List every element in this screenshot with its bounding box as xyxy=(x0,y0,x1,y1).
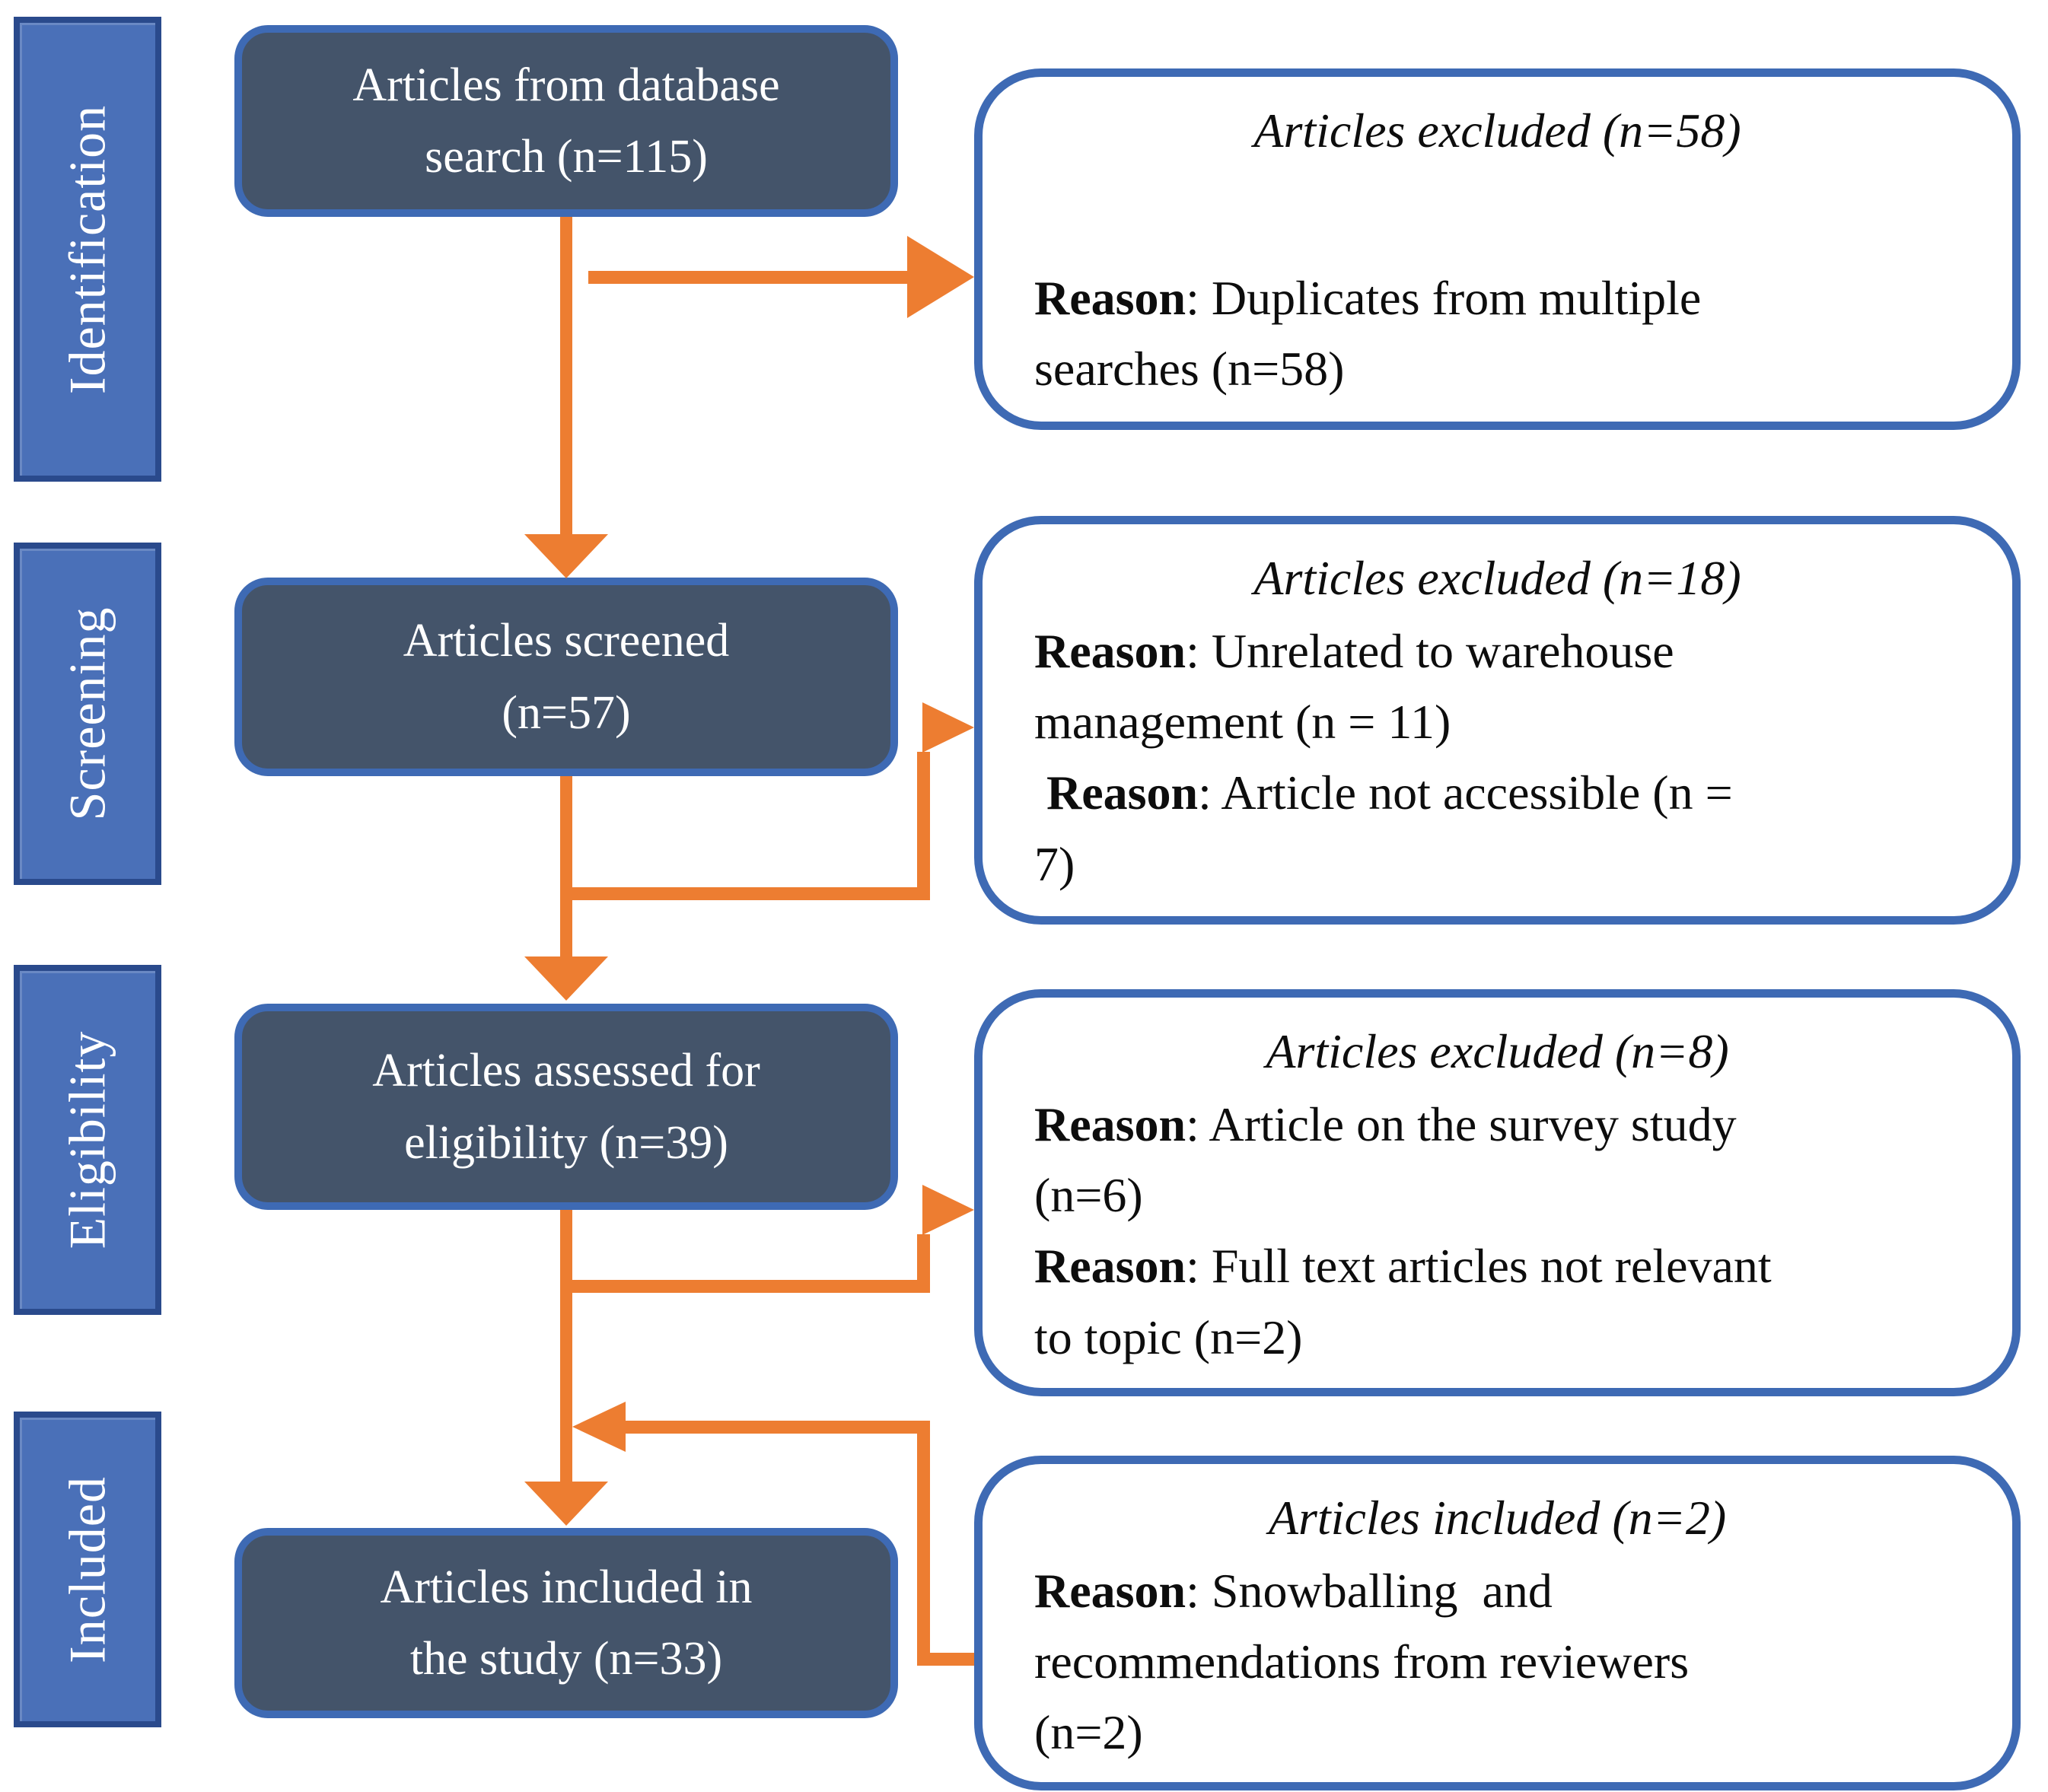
reason-text: 7) xyxy=(1034,836,1075,891)
stage-label-screening: Screening xyxy=(14,543,161,885)
connector-line-vertical-1 xyxy=(560,217,572,534)
flow-box-line: Articles from database xyxy=(352,59,780,111)
stage-label-text: Eligibility xyxy=(58,1030,116,1249)
reason-text: : Article on the survey study xyxy=(1186,1097,1737,1151)
flow-box-line: Articles screened xyxy=(403,615,730,667)
flow-box-database-search: Articles from database search (n=115) xyxy=(234,25,898,217)
reason-line: (n=2) xyxy=(1034,1697,1970,1768)
side-box-reasons: Reason: Unrelated to warehouse managemen… xyxy=(983,616,2012,900)
arrow-down-icon xyxy=(524,534,608,578)
reason-text: : Article not accessible (n = xyxy=(1198,765,1733,820)
side-box-reasons: Reason: Article on the survey study (n=6… xyxy=(983,1089,2012,1373)
connector-return-stub xyxy=(923,1653,974,1666)
reason-text: : Unrelated to warehouse xyxy=(1186,623,1674,678)
side-box-reasons: Reason: Snowballing and recommendations … xyxy=(983,1555,2012,1768)
reason-line: Reason: Article on the survey study xyxy=(1034,1089,1970,1160)
side-box-title: Articles excluded (n=58) xyxy=(1253,103,1741,158)
connector-line-up-2 xyxy=(917,752,930,900)
reason-text: searches (n=58) xyxy=(1034,342,1345,396)
side-box-excluded-duplicates: Articles excluded (n=58) Reason: Duplica… xyxy=(974,68,2021,430)
arrow-left-icon xyxy=(572,1402,626,1452)
arrow-right-icon xyxy=(907,236,974,318)
side-box-included-snowballing: Articles included (n=2) Reason: Snowball… xyxy=(974,1456,2021,1790)
flow-box-assessed-eligibility: Articles assessed for eligibility (n=39) xyxy=(234,1004,898,1210)
connector-return-vertical xyxy=(917,1427,930,1666)
stage-label-identification: Identification xyxy=(14,17,161,482)
stage-label-text: Screening xyxy=(58,606,116,821)
reason-label: Reason xyxy=(1034,623,1186,678)
connector-return-horizontal xyxy=(626,1421,930,1434)
arrow-down-icon xyxy=(524,1482,608,1526)
reason-line: Reason: Full text articles not relevant xyxy=(1034,1230,1970,1301)
reason-line: Reason: Unrelated to warehouse xyxy=(1034,616,1970,686)
reason-text: (n=6) xyxy=(1034,1168,1143,1223)
stage-label-included: Included xyxy=(14,1412,161,1727)
flow-box-line: Articles included in xyxy=(380,1561,753,1613)
reason-label: Reason xyxy=(1034,1563,1186,1618)
flow-box-line: search (n=115) xyxy=(425,131,708,183)
reason-label: Reason xyxy=(1034,270,1186,325)
side-box-excluded-screening: Articles excluded (n=18) Reason: Unrelat… xyxy=(974,516,2021,925)
reason-text: : Duplicates from multiple xyxy=(1186,270,1702,325)
flow-box-included-study: Articles included in the study (n=33) xyxy=(234,1528,898,1718)
reason-text: to topic (n=2) xyxy=(1034,1310,1303,1364)
reason-line: management (n = 11) xyxy=(1034,686,1970,757)
reason-text: : Full text articles not relevant xyxy=(1186,1239,1772,1294)
reason-line: to topic (n=2) xyxy=(1034,1302,1970,1373)
side-box-title: Articles included (n=2) xyxy=(1268,1491,1727,1545)
reason-text: recommendations from reviewers xyxy=(1034,1634,1690,1689)
flow-box-line: eligibility (n=39) xyxy=(404,1116,728,1169)
reason-label: Reason xyxy=(1034,1097,1186,1151)
connector-line-vertical-2 xyxy=(560,776,572,956)
flow-box-line: the study (n=33) xyxy=(409,1633,723,1685)
reason-line: searches (n=58) xyxy=(1034,333,1970,404)
reason-prefix xyxy=(1034,765,1046,820)
reason-line: 7) xyxy=(1034,829,1970,899)
flow-box-line: (n=57) xyxy=(502,686,631,739)
arrow-right-icon xyxy=(922,1185,974,1235)
reason-text: (n=2) xyxy=(1034,1705,1143,1760)
connector-line-up-3 xyxy=(917,1234,930,1293)
arrow-right-icon xyxy=(922,702,974,753)
side-box-title: Articles excluded (n=18) xyxy=(1253,551,1741,605)
stage-label-text: Included xyxy=(58,1475,116,1663)
reason-line: recommendations from reviewers xyxy=(1034,1626,1970,1697)
connector-line-vertical-3 xyxy=(560,1210,572,1482)
side-box-excluded-eligibility: Articles excluded (n=8) Reason: Article … xyxy=(974,989,2021,1396)
reason-line: Reason: Article not accessible (n = xyxy=(1034,757,1970,828)
reason-line: (n=6) xyxy=(1034,1160,1970,1230)
connector-line-horizontal-2 xyxy=(566,887,930,900)
connector-line-horizontal-3 xyxy=(566,1280,930,1293)
reason-line: Reason: Duplicates from multiple xyxy=(1034,263,1970,333)
reason-text: : Snowballing and xyxy=(1186,1563,1553,1618)
connector-line-horizontal-1 xyxy=(588,271,907,284)
flow-box-screened: Articles screened (n=57) xyxy=(234,578,898,776)
stage-label-eligibility: Eligibility xyxy=(14,965,161,1315)
flow-box-line: Articles assessed for xyxy=(372,1045,760,1097)
reason-text: management (n = 11) xyxy=(1034,695,1451,750)
reason-line: Reason: Snowballing and xyxy=(1034,1555,1970,1626)
side-box-title: Articles excluded (n=8) xyxy=(1266,1024,1729,1078)
arrow-down-icon xyxy=(524,956,608,1001)
reason-label: Reason xyxy=(1034,1239,1186,1294)
stage-label-text: Identification xyxy=(58,104,116,394)
side-box-reasons: Reason: Duplicates from multiple searche… xyxy=(983,263,2012,405)
reason-label: Reason xyxy=(1046,765,1199,820)
